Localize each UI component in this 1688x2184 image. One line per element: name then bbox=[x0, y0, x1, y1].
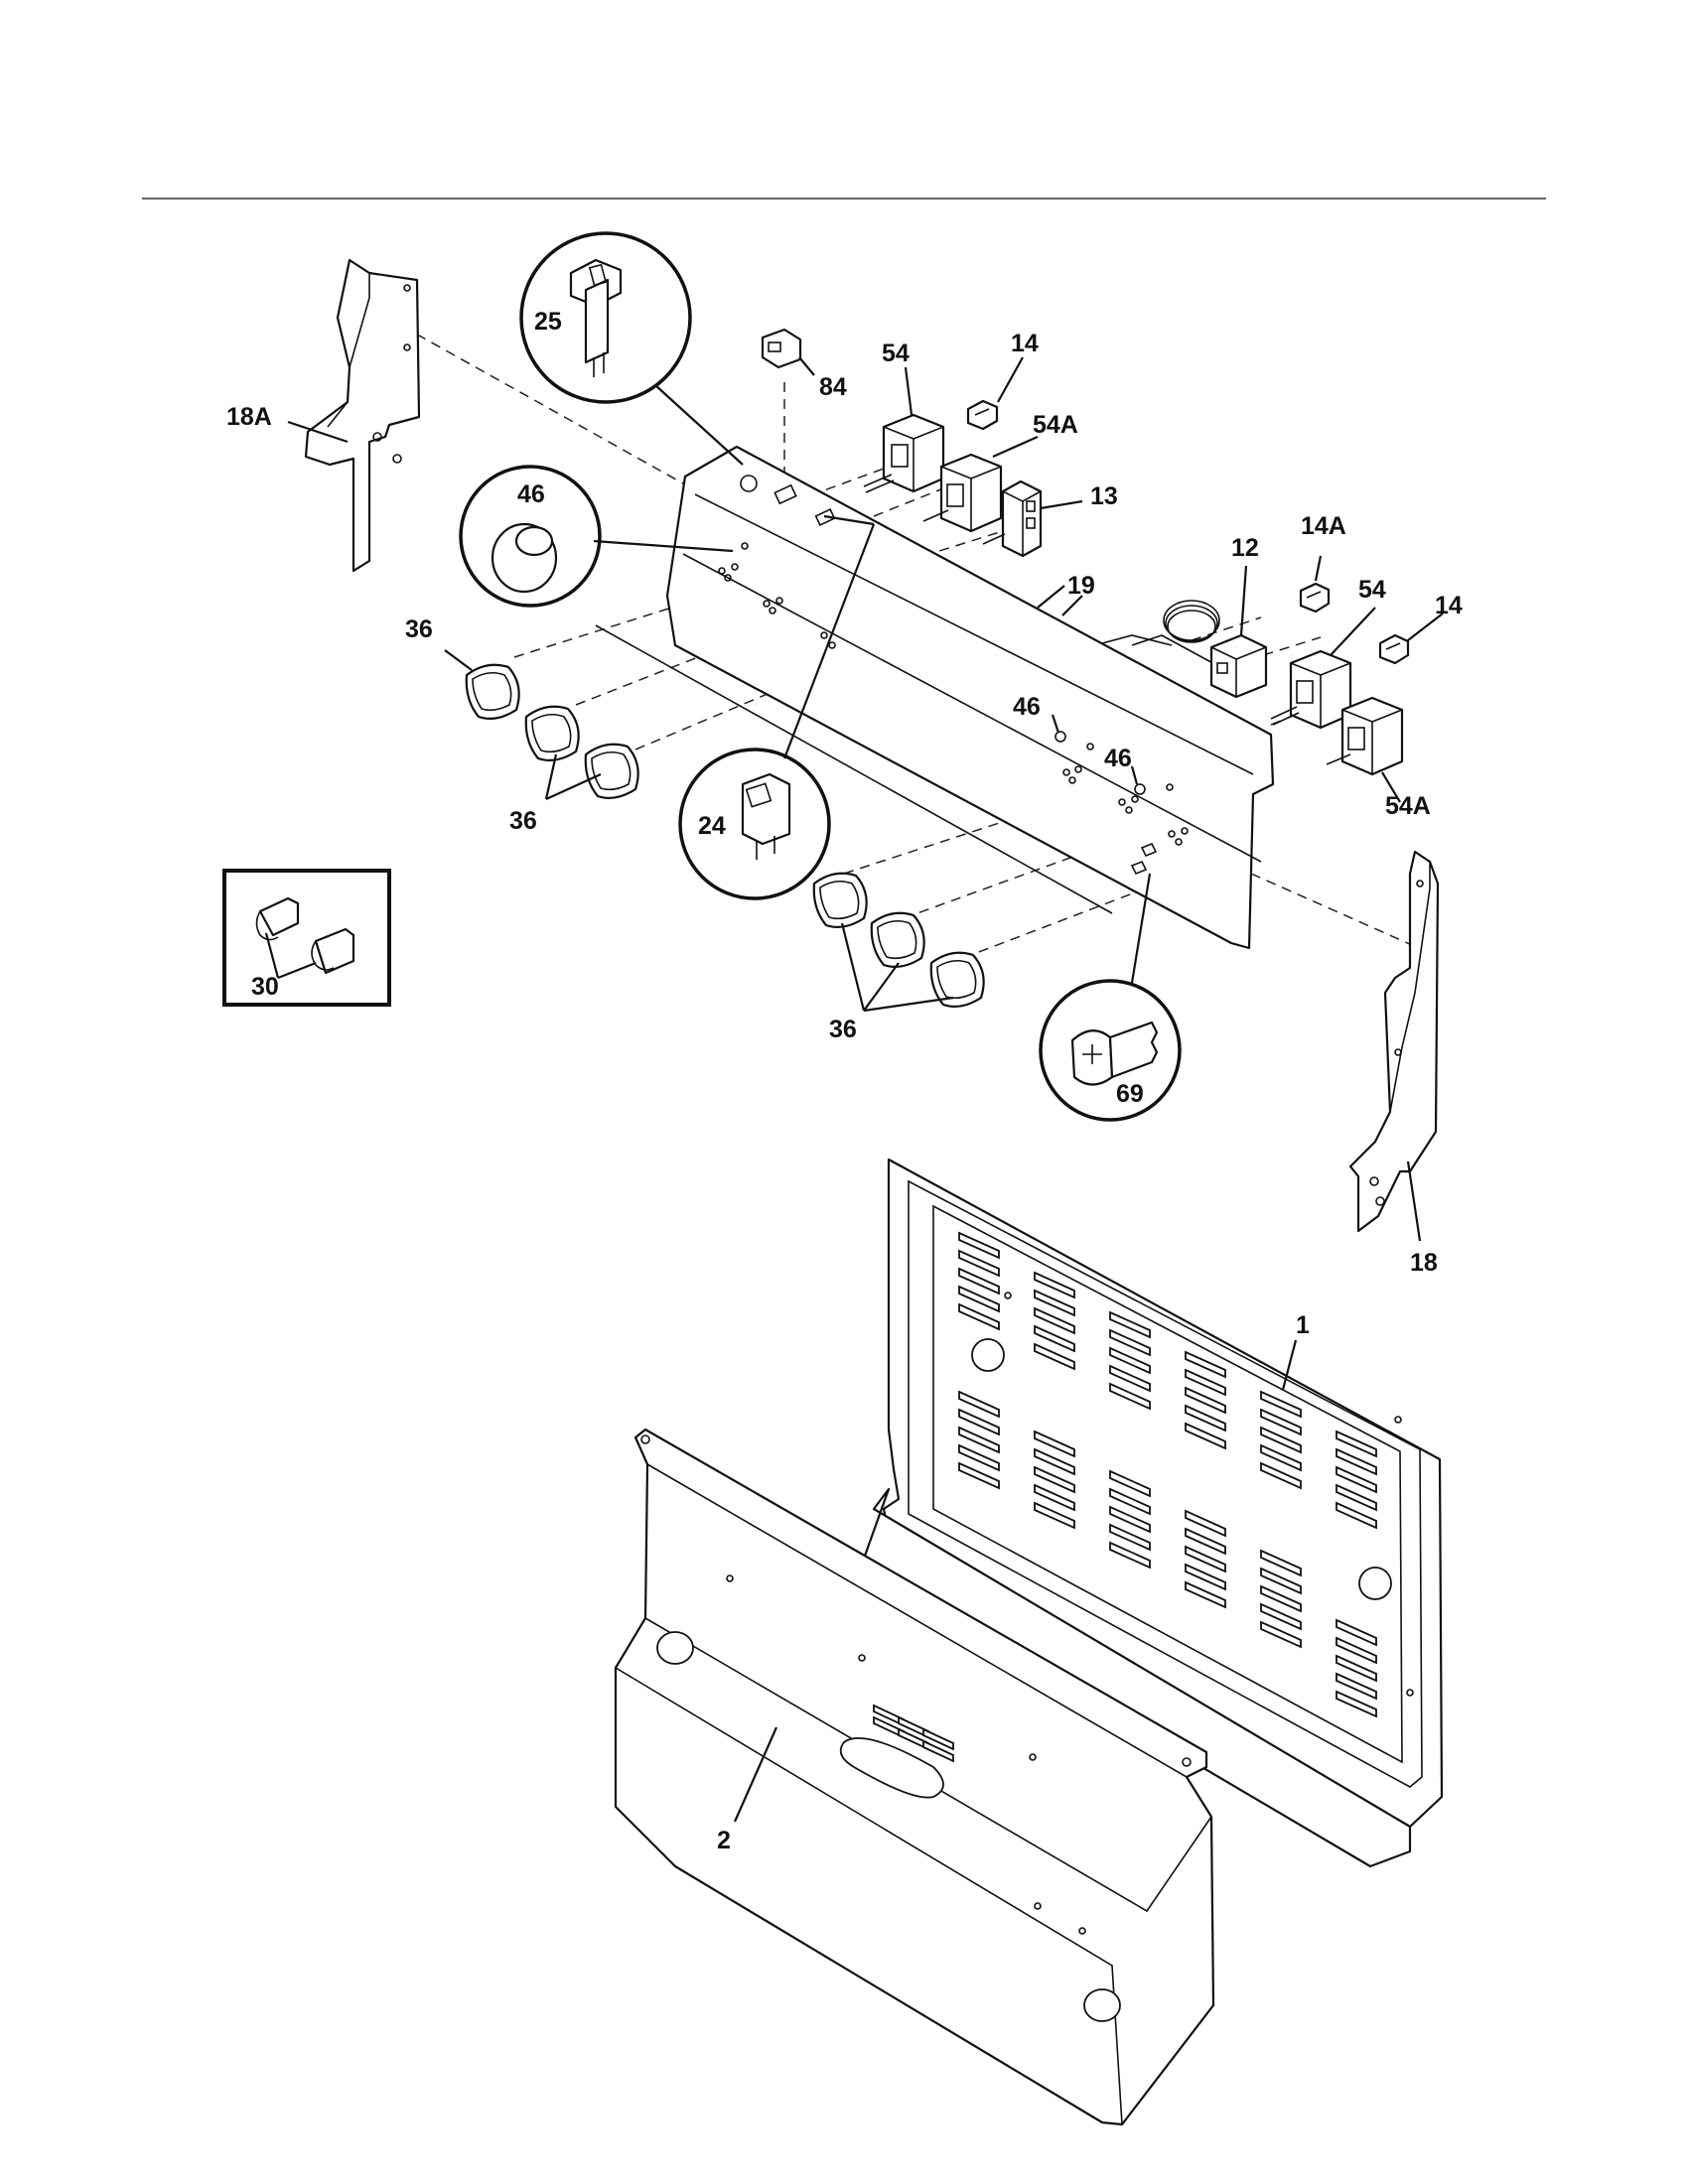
part-54a-right-switch bbox=[1326, 696, 1404, 776]
label-2: 2 bbox=[717, 1827, 731, 1854]
part-14-top-terminal bbox=[966, 399, 999, 431]
part-46-small-pieces bbox=[1055, 731, 1158, 876]
label-54a-right: 54A bbox=[1385, 792, 1431, 820]
part-14-right-terminal bbox=[1378, 633, 1410, 665]
label-18a: 18A bbox=[226, 403, 272, 431]
leader-24-b bbox=[823, 514, 875, 526]
label-54-top: 54 bbox=[882, 340, 910, 367]
label-54a-top: 54A bbox=[1033, 411, 1078, 439]
panel-guide-line bbox=[595, 624, 1113, 914]
part-12-thermostat bbox=[1101, 600, 1268, 699]
label-24: 24 bbox=[698, 812, 726, 840]
leader-69 bbox=[1130, 873, 1152, 984]
part-54-top-switch bbox=[863, 413, 945, 493]
label-84: 84 bbox=[819, 373, 847, 401]
label-46-a: 46 bbox=[1013, 693, 1041, 721]
label-19: 19 bbox=[1067, 572, 1095, 600]
part-84-receptacle bbox=[761, 328, 802, 369]
part-labels: 18A 25 84 54 14 54A 13 46 12 14A 54 14 1… bbox=[226, 308, 1463, 1854]
part-13-switch bbox=[982, 479, 1043, 558]
leader-lines bbox=[264, 356, 1444, 1823]
label-12: 12 bbox=[1231, 534, 1259, 562]
rear-panel-louvres bbox=[958, 1231, 1377, 1718]
label-30: 30 bbox=[251, 973, 279, 1001]
part-54-right-switch bbox=[1270, 649, 1352, 730]
label-54-right: 54 bbox=[1358, 576, 1386, 604]
control-panel bbox=[665, 445, 1275, 950]
right-end-bracket bbox=[1348, 850, 1440, 1233]
label-36-group-right: 36 bbox=[829, 1016, 857, 1043]
label-13: 13 bbox=[1090, 482, 1118, 510]
label-14-top: 14 bbox=[1011, 330, 1039, 357]
callout-69 bbox=[1039, 979, 1182, 1122]
callout-24 bbox=[678, 748, 831, 900]
knob-mount-points bbox=[718, 542, 1189, 846]
label-18: 18 bbox=[1410, 1249, 1438, 1277]
label-25: 25 bbox=[534, 308, 562, 336]
label-14-right: 14 bbox=[1435, 592, 1463, 619]
leader-24 bbox=[782, 523, 876, 759]
part-54a-top-switch bbox=[922, 453, 1003, 533]
knobs-right bbox=[812, 872, 985, 1008]
label-1: 1 bbox=[1296, 1311, 1310, 1339]
knobs-left bbox=[465, 663, 639, 799]
label-14a: 14A bbox=[1301, 512, 1346, 540]
leader-46 bbox=[593, 539, 734, 553]
lower-rear-shield bbox=[614, 1428, 1215, 2126]
label-46-callout: 46 bbox=[517, 480, 545, 508]
callout-25 bbox=[519, 231, 692, 404]
label-46-b: 46 bbox=[1104, 745, 1132, 772]
left-end-bracket bbox=[304, 258, 421, 573]
part-14a-terminal bbox=[1299, 582, 1331, 614]
rear-vented-panel bbox=[862, 1158, 1444, 1868]
label-69: 69 bbox=[1116, 1080, 1144, 1108]
label-36-group-left: 36 bbox=[509, 807, 537, 835]
leader-25 bbox=[654, 384, 744, 466]
inset-box-30 bbox=[222, 869, 391, 1007]
label-36-left: 36 bbox=[405, 615, 433, 643]
callout-46 bbox=[459, 465, 602, 608]
